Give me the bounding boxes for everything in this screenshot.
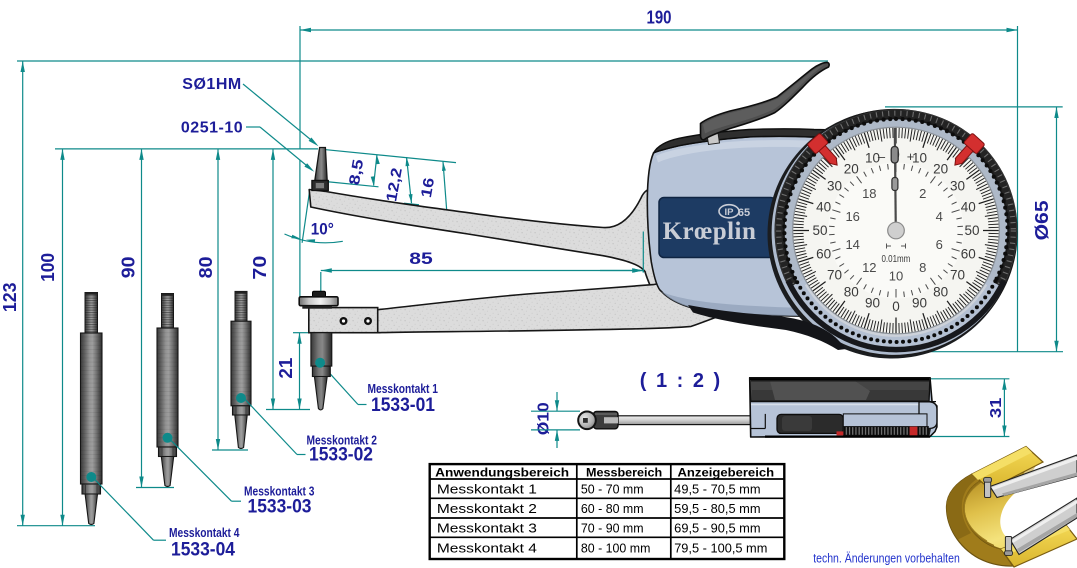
svg-text:12,2: 12,2 — [383, 167, 406, 203]
svg-text:14: 14 — [845, 237, 859, 252]
svg-text:20: 20 — [844, 162, 859, 177]
svg-text:70: 70 — [950, 268, 965, 283]
svg-text:0.01mm: 0.01mm — [882, 254, 911, 265]
svg-text:70: 70 — [827, 268, 842, 283]
svg-text:90: 90 — [912, 295, 927, 310]
svg-text:8: 8 — [919, 260, 926, 275]
svg-text:40: 40 — [961, 200, 976, 215]
svg-text:50: 50 — [812, 223, 827, 238]
svg-text:Messkontakt 3: Messkontakt 3 — [437, 520, 537, 535]
svg-text:8,5: 8,5 — [346, 158, 367, 187]
svg-text:16: 16 — [418, 176, 438, 199]
svg-text:10: 10 — [889, 269, 903, 284]
svg-text:1533-03: 1533-03 — [248, 497, 312, 518]
svg-text:79,5 - 100,5 mm: 79,5 - 100,5 mm — [674, 541, 767, 556]
svg-text:Messkontakt 1: Messkontakt 1 — [368, 382, 439, 396]
svg-text:Ø10: Ø10 — [535, 402, 552, 435]
svg-text:12: 12 — [862, 260, 876, 275]
svg-text:Messkontakt 2: Messkontakt 2 — [307, 434, 378, 448]
svg-text:190: 190 — [647, 8, 672, 28]
svg-text:90: 90 — [865, 295, 880, 310]
svg-text:16: 16 — [845, 209, 859, 224]
svg-text:50: 50 — [964, 223, 979, 238]
svg-text:60: 60 — [961, 247, 976, 262]
svg-text:Messkontakt 3: Messkontakt 3 — [244, 485, 315, 499]
svg-text:Anzeigebereich: Anzeigebereich — [678, 465, 775, 479]
svg-text:50 - 70 mm: 50 - 70 mm — [581, 481, 644, 496]
svg-text:0: 0 — [892, 299, 900, 314]
svg-text:20: 20 — [933, 162, 948, 177]
svg-text:2: 2 — [919, 186, 926, 201]
svg-text:techn. Änderungen vorbehalten: techn. Änderungen vorbehalten — [813, 551, 960, 566]
svg-text:10: 10 — [912, 151, 927, 166]
svg-text:0251-10: 0251-10 — [181, 120, 243, 137]
svg-text:30: 30 — [827, 178, 842, 193]
svg-text:60 - 80 mm: 60 - 80 mm — [581, 501, 644, 516]
svg-text:60: 60 — [816, 247, 831, 262]
svg-text:4: 4 — [936, 209, 943, 224]
svg-text:40: 40 — [816, 200, 831, 215]
svg-text:69,5 - 90,5 mm: 69,5 - 90,5 mm — [674, 520, 760, 535]
svg-text:49,5 - 70,5 mm: 49,5 - 70,5 mm — [674, 481, 760, 496]
svg-text:IP: IP — [725, 207, 735, 218]
svg-text:6: 6 — [936, 237, 943, 252]
svg-text:1533-02: 1533-02 — [309, 445, 373, 466]
svg-text:Anwendungsbereich: Anwendungsbereich — [435, 465, 569, 479]
svg-text:85: 85 — [409, 249, 433, 268]
svg-text:SØ1HM: SØ1HM — [182, 76, 241, 93]
svg-text:1533-01: 1533-01 — [371, 395, 435, 416]
svg-text:18: 18 — [862, 186, 876, 201]
svg-text:59,5 - 80,5 mm: 59,5 - 80,5 mm — [674, 501, 760, 516]
svg-text:90: 90 — [118, 257, 138, 279]
svg-text:31: 31 — [988, 397, 1005, 418]
svg-text:10°: 10° — [311, 220, 334, 239]
svg-text:Krœplin: Krœplin — [663, 218, 757, 245]
svg-text:Messkontakt 4: Messkontakt 4 — [169, 526, 240, 540]
svg-text:Messkontakt 4: Messkontakt 4 — [437, 541, 537, 556]
svg-text:1533-04: 1533-04 — [171, 540, 235, 561]
svg-text:Ø65: Ø65 — [1032, 200, 1052, 240]
svg-text:80 - 100 mm: 80 - 100 mm — [581, 541, 651, 556]
svg-text:70 - 90 mm: 70 - 90 mm — [581, 520, 644, 535]
svg-text:( 1 : 2 ): ( 1 : 2 ) — [640, 370, 722, 392]
svg-text:30: 30 — [950, 178, 965, 193]
svg-text:+: + — [907, 149, 915, 164]
svg-text:70: 70 — [250, 256, 270, 280]
svg-text:–: – — [878, 149, 886, 164]
svg-text:10: 10 — [865, 151, 880, 166]
svg-text:Messbereich: Messbereich — [586, 465, 662, 479]
svg-text:Messkontakt 2: Messkontakt 2 — [437, 501, 537, 516]
svg-text:65: 65 — [738, 207, 750, 219]
svg-text:Messkontakt 1: Messkontakt 1 — [437, 481, 537, 496]
svg-text:80: 80 — [844, 285, 859, 300]
svg-text:100: 100 — [38, 253, 58, 282]
svg-text:80: 80 — [933, 285, 948, 300]
svg-text:123: 123 — [0, 283, 20, 313]
svg-text:80: 80 — [196, 257, 216, 279]
svg-text:21: 21 — [276, 358, 296, 379]
